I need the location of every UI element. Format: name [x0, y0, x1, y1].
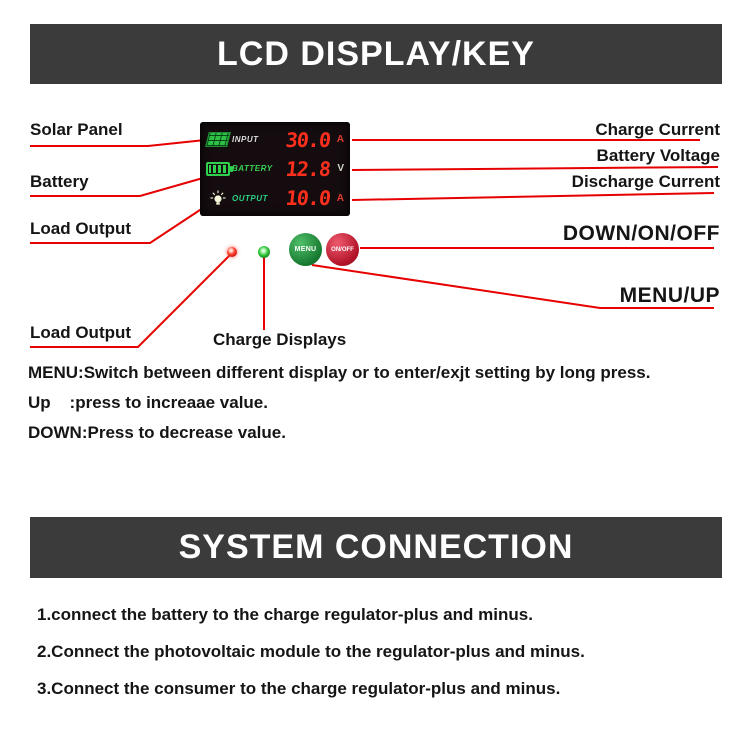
lcd-row-label: INPUT — [232, 135, 259, 145]
line-load-output-2 — [30, 251, 234, 348]
battery-icon — [204, 161, 233, 176]
menu-button: MENU — [289, 233, 322, 266]
lcd-row-label: OUTPUT — [232, 193, 268, 203]
key-notes: MENU:Switch between different display or… — [28, 362, 728, 452]
label-charge-current: Charge Current — [595, 120, 720, 139]
lcd-diagram: Solar Panel Battery Load Output Load Out… — [0, 108, 750, 360]
lcd-row-input: INPUT 30.0 A — [204, 126, 346, 154]
label-menu-up: MENU/UP — [619, 284, 720, 307]
lcd-section-banner: LCD DISPLAY/KEY — [30, 24, 722, 84]
line-battery — [30, 177, 204, 197]
label-charge-displays: Charge Displays — [213, 330, 347, 349]
connector-lines — [30, 139, 719, 348]
note-up: Up :press to increaae value. — [28, 393, 268, 412]
lcd-row-value: 10.0 — [284, 186, 332, 211]
label-battery-voltage: Battery Voltage — [596, 146, 720, 165]
solar-panel-icon — [204, 132, 232, 148]
connection-step: 3.Connect the consumer to the charge reg… — [37, 679, 561, 698]
note-down: DOWN:Press to decrease value. — [28, 423, 286, 442]
lcd-row-value: 30.0 — [284, 127, 332, 152]
lcd-section-title: LCD DISPLAY/KEY — [217, 34, 535, 73]
connection-steps: 1.connect the battery to the charge regu… — [37, 604, 727, 715]
lcd-screen: INPUT 30.0 A BATTERY 12.8 V — [200, 122, 350, 216]
label-load-output: Load Output — [30, 219, 132, 238]
line-discharge-current — [351, 192, 715, 201]
lcd-row-label: BATTERY — [232, 164, 273, 174]
lcd-row-output: OUTPUT 10.0 A — [204, 184, 346, 212]
connection-step: 1.connect the battery to the charge regu… — [37, 605, 533, 624]
label-load-output-2: Load Output — [30, 323, 132, 342]
label-down-on-off: DOWN/ON/OFF — [562, 222, 720, 245]
label-solar-panel: Solar Panel — [30, 120, 123, 139]
line-menu-up — [311, 264, 714, 309]
note-menu: MENU:Switch between different display or… — [28, 363, 651, 382]
connection-step: 2.Connect the photovoltaic module to the… — [37, 642, 585, 661]
lcd-row-unit: A — [336, 134, 344, 146]
line-solar-panel — [30, 139, 206, 147]
line-load-output — [30, 205, 207, 244]
connection-section-title: SYSTEM CONNECTION — [178, 528, 574, 566]
lcd-row-unit: A — [336, 192, 344, 204]
label-battery: Battery — [30, 172, 89, 191]
line-battery-voltage — [351, 166, 719, 171]
connection-section-banner: SYSTEM CONNECTION — [30, 517, 722, 578]
charge-led-red-icon — [227, 247, 237, 257]
label-discharge-current: Discharge Current — [571, 172, 720, 191]
lcd-row-unit: V — [337, 163, 344, 175]
lcd-row-value: 12.8 — [284, 156, 332, 181]
charge-led-green-icon — [258, 246, 270, 258]
lamp-icon — [204, 190, 232, 206]
onoff-button: ON/OFF — [326, 233, 359, 266]
lcd-row-battery: BATTERY 12.8 V — [204, 155, 346, 183]
